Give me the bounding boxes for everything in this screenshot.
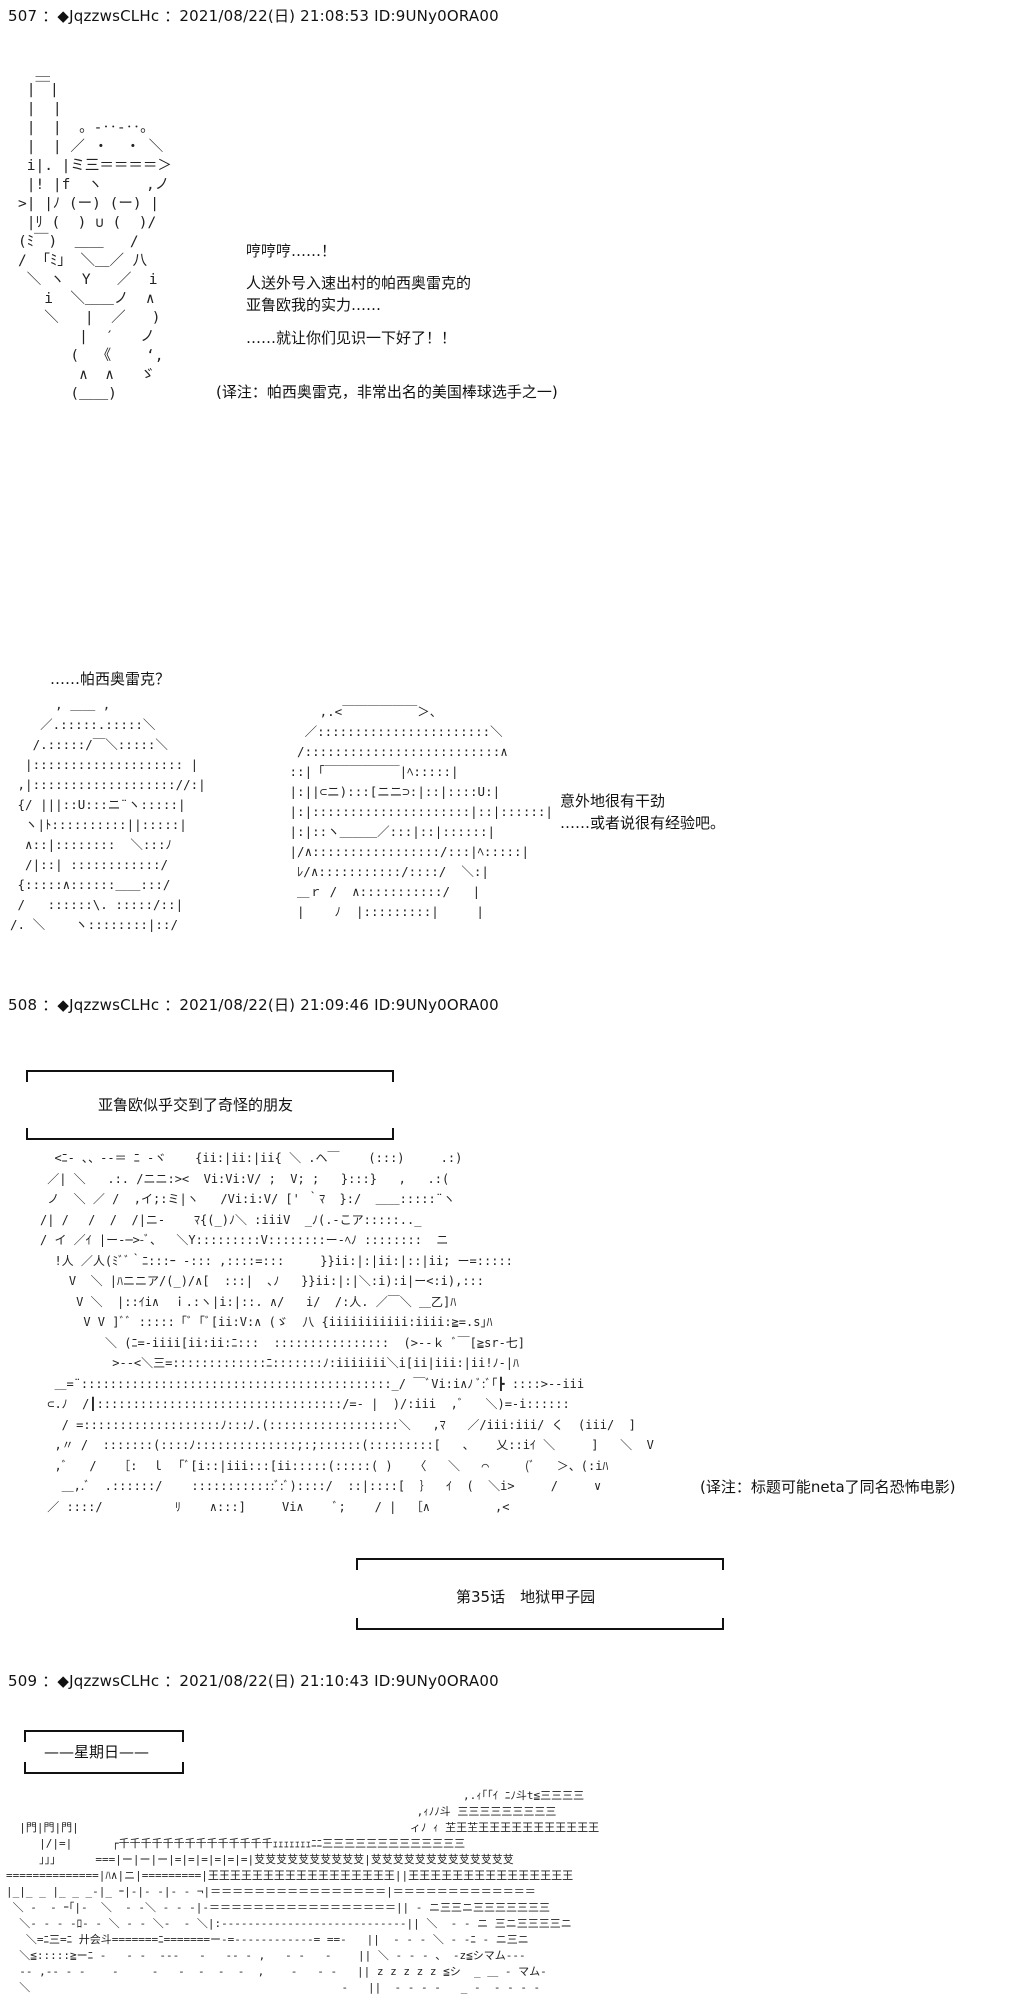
helmet-left-ascii-art: , ＿＿ , ／.:::::.:::::＼ /.:::::/￣＼:::::＼ |…: [10, 697, 206, 932]
post-header: 509 ：◆JqzzwsCLHc ：2021/08/22(日) 21:10:43…: [8, 1672, 499, 1690]
post-header: 507 ：◆JqzzwsCLHc ：2021/08/22(日) 21:08:53…: [8, 7, 499, 25]
speech-line: ……帕西奥雷克？: [50, 670, 171, 688]
crowd-ascii-art: <ﾆ‐ ､、-‐＝ ﾆ ‐ヾ {ii:|ii:|ii{ ＼ .ヘ￣ (:::) …: [40, 1151, 654, 1514]
helmet-right-ascii-art: ,.<￣￣￣￣￣￣＞、 ／:::::::::::::::::::::::＼ /:…: [289, 704, 553, 919]
speech-line: 人送外号入速出村的帕西奥雷克的: [246, 274, 472, 292]
post-header: 508 ：◆JqzzwsCLHc ：2021/08/22(日) 21:09:46…: [8, 996, 499, 1014]
chapter-box: 第35话 地狱甲子园: [356, 1558, 724, 1630]
day-label: ——星期日——: [44, 1743, 150, 1761]
day-box: ——星期日——: [24, 1730, 184, 1774]
translator-note: (译注：帕西奥雷克，非常出名的美国棒球选手之一): [216, 383, 558, 401]
title-box: 亚鲁欧似乎交到了奇怪的朋友: [26, 1070, 394, 1140]
stadium-ascii-art: ,.ｨ｢｢ｲ ﾆﾉ斗t≦三三三三 ,ｨﾉﾉ斗 三三三三三三三三三 |門|門|門|…: [6, 1789, 600, 1994]
batter-ascii-art: ＿ |￣| | | | | 。-‥-‥。 | | ／ ・ ・ ＼ i|. |ミ三…: [18, 63, 172, 402]
speech-line: ……或者说很有经验吧。: [560, 814, 726, 832]
speech-line: 哼哼哼……！: [246, 242, 337, 260]
speech-line: ……就让你们见识一下好了！！: [246, 329, 457, 347]
speech-line: 意外地很有干劲: [560, 792, 666, 810]
speech-line: 亚鲁欧我的实力……: [246, 296, 382, 314]
box-title: 亚鲁欧似乎交到了奇怪的朋友: [98, 1096, 294, 1114]
chapter-title: 第35话 地狱甲子园: [456, 1588, 596, 1606]
translator-note: (译注：标题可能neta了同名恐怖电影): [700, 1478, 956, 1496]
